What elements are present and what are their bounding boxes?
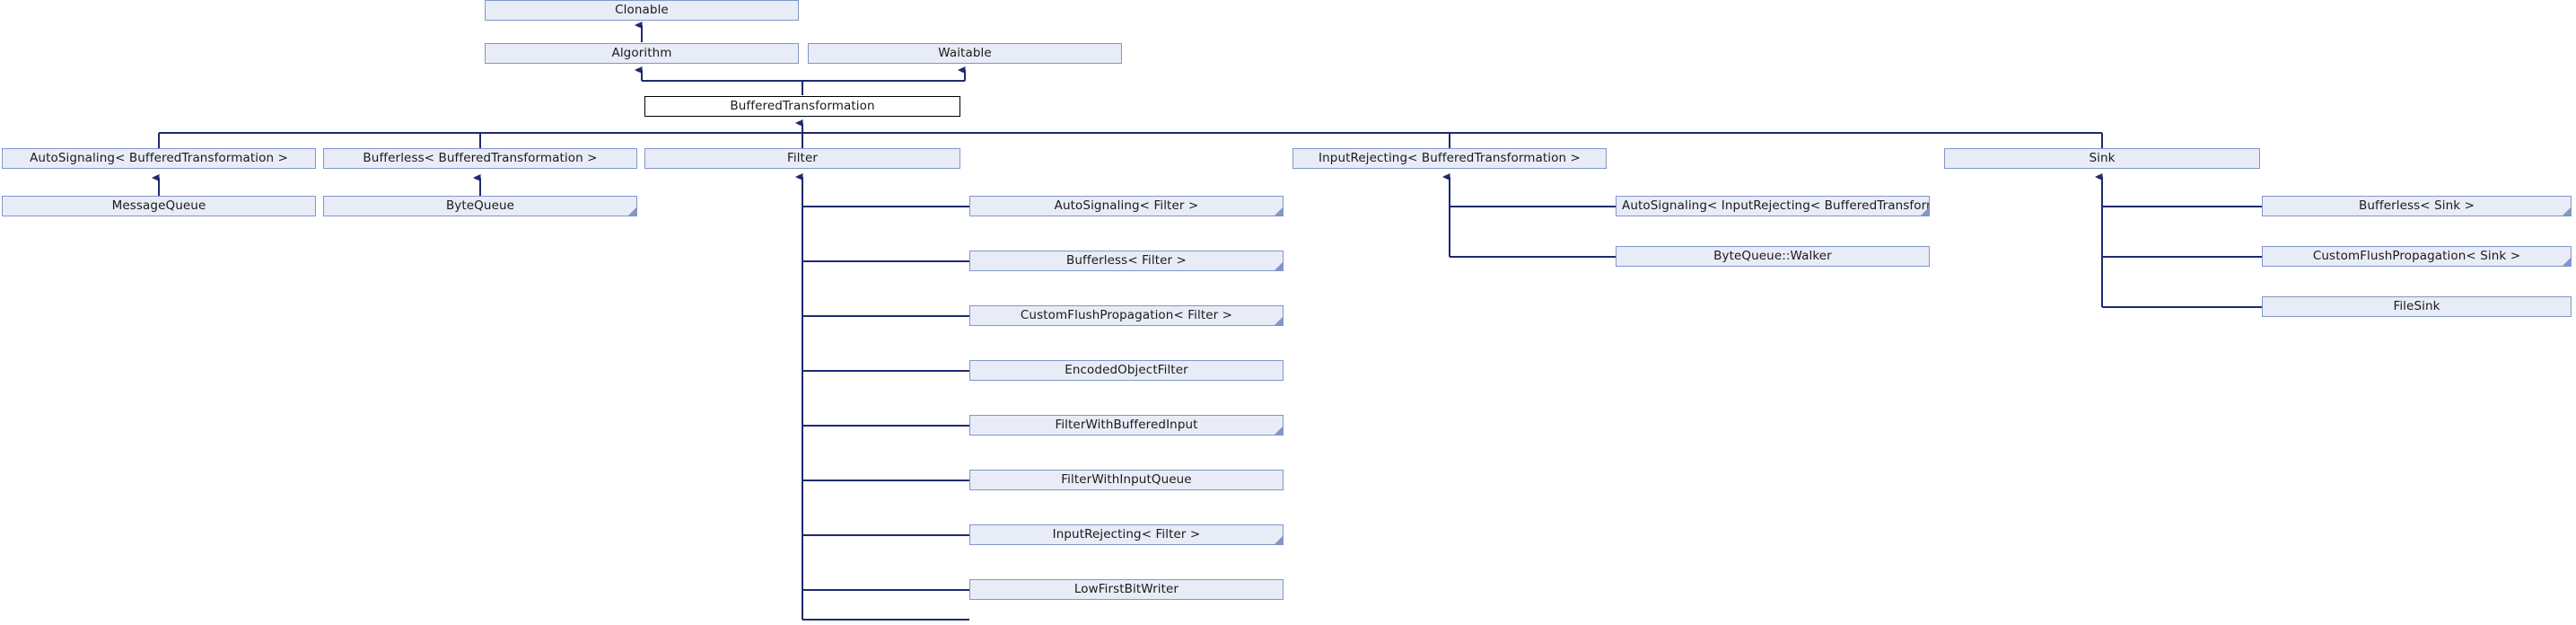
class-node-clonable[interactable]: Clonable bbox=[485, 0, 799, 21]
class-node-bytequeue-walker[interactable]: ByteQueue::Walker bbox=[1616, 246, 1930, 267]
class-node-bufferless-sink[interactable]: Bufferless< Sink > bbox=[2262, 196, 2572, 216]
class-node-label: Algorithm bbox=[611, 47, 672, 60]
class-node-lowfirstbitwriter[interactable]: LowFirstBitWriter bbox=[969, 579, 1284, 600]
class-node-sink[interactable]: Sink bbox=[1944, 148, 2260, 169]
class-node-autosignaling-bt[interactable]: AutoSignaling< BufferedTransformation > bbox=[2, 148, 316, 169]
class-node-customflushpropagation-filter[interactable]: CustomFlushPropagation< Filter > bbox=[969, 305, 1284, 326]
class-node-bufferless-bt[interactable]: Bufferless< BufferedTransformation > bbox=[323, 148, 637, 169]
class-node-filterwithinputqueue[interactable]: FilterWithInputQueue bbox=[969, 470, 1284, 490]
class-node-autosignaling-inputrejecting-bt[interactable]: AutoSignaling< InputRejecting< BufferedT… bbox=[1616, 196, 1930, 216]
class-node-label: Bufferless< Sink > bbox=[2358, 199, 2475, 213]
class-node-label: CustomFlushPropagation< Sink > bbox=[2312, 250, 2521, 263]
class-node-waitable[interactable]: Waitable bbox=[808, 43, 1122, 64]
class-node-label: LowFirstBitWriter bbox=[1073, 583, 1179, 596]
class-node-messagequeue[interactable]: MessageQueue bbox=[2, 196, 316, 216]
class-node-label: Sink bbox=[2089, 152, 2116, 165]
class-node-bufferless-filter[interactable]: Bufferless< Filter > bbox=[969, 251, 1284, 271]
class-node-label: Bufferless< Filter > bbox=[1066, 254, 1187, 268]
class-node-filter[interactable]: Filter bbox=[644, 148, 960, 169]
class-node-label: MessageQueue bbox=[111, 199, 206, 213]
class-node-bytequeue[interactable]: ByteQueue bbox=[323, 196, 637, 216]
class-node-filesink[interactable]: FileSink bbox=[2262, 296, 2572, 317]
class-node-algorithm[interactable]: Algorithm bbox=[485, 43, 799, 64]
class-node-inputrejecting-filter[interactable]: InputRejecting< Filter > bbox=[969, 524, 1284, 545]
class-node-label: InputRejecting< Filter > bbox=[1052, 528, 1201, 541]
class-node-label: InputRejecting< BufferedTransformation > bbox=[1319, 152, 1581, 165]
class-node-bufferedtransformation[interactable]: BufferedTransformation bbox=[644, 96, 960, 117]
class-node-autosignaling-filter[interactable]: AutoSignaling< Filter > bbox=[969, 196, 1284, 216]
class-node-inputrejecting-bt[interactable]: InputRejecting< BufferedTransformation > bbox=[1292, 148, 1607, 169]
class-node-label: Waitable bbox=[938, 47, 992, 60]
class-node-label: FilterWithBufferedInput bbox=[1055, 418, 1198, 432]
class-node-encodedobjectfilter[interactable]: EncodedObjectFilter bbox=[969, 360, 1284, 381]
class-node-label: CustomFlushPropagation< Filter > bbox=[1020, 309, 1233, 322]
class-node-customflushpropagation-sink[interactable]: CustomFlushPropagation< Sink > bbox=[2262, 246, 2572, 267]
class-node-label: FileSink bbox=[2393, 300, 2440, 313]
class-node-label: Clonable bbox=[615, 4, 669, 17]
class-node-label: Filter bbox=[786, 152, 819, 165]
class-node-label: AutoSignaling< BufferedTransformation > bbox=[30, 152, 288, 165]
class-node-label: BufferedTransformation bbox=[730, 100, 875, 113]
class-node-filterwithbufferedinput[interactable]: FilterWithBufferedInput bbox=[969, 415, 1284, 436]
class-node-label: EncodedObjectFilter bbox=[1065, 364, 1188, 377]
class-node-label: ByteQueue bbox=[445, 199, 515, 213]
class-node-label: AutoSignaling< Filter > bbox=[1054, 199, 1199, 213]
class-node-label: ByteQueue::Walker bbox=[1713, 250, 1832, 263]
class-node-label: FilterWithInputQueue bbox=[1061, 473, 1192, 487]
class-node-label: AutoSignaling< InputRejecting< BufferedT… bbox=[1622, 199, 1929, 213]
class-node-label: Bufferless< BufferedTransformation > bbox=[363, 152, 598, 165]
